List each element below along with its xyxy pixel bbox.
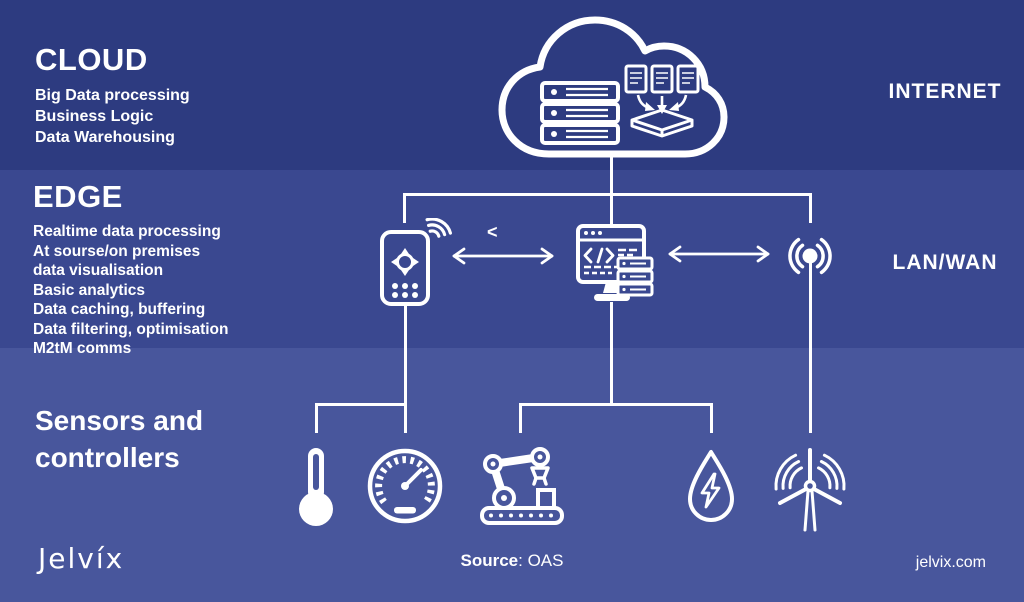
bidirectional-arrow-icon: [446, 246, 560, 266]
documents-to-storage-icon: [624, 64, 700, 138]
connector-line: [710, 403, 713, 433]
connector-line: [404, 302, 407, 406]
source-credit: Source: OAS: [0, 551, 1024, 571]
edge-item: Data caching, buffering: [33, 301, 206, 318]
connector-line: [315, 403, 407, 406]
connector-line: [403, 193, 812, 196]
edge-band: [0, 170, 1024, 348]
connector-line: [403, 193, 406, 223]
connector-line: [610, 302, 613, 406]
edge-item: Data filtering, optimisation: [33, 320, 229, 338]
edge-item: data visualisation: [33, 262, 164, 279]
edge-title: EDGE: [33, 179, 123, 214]
wifi-waves-icon: [425, 218, 452, 238]
website-link: jelvix.com: [915, 554, 986, 571]
remote-controller-icon: [376, 218, 460, 310]
cloud-item: Business Logic: [35, 108, 154, 125]
cloud-title: CLOUD: [35, 42, 148, 77]
energy-drop-icon: [682, 447, 740, 527]
connector-line: [519, 403, 522, 433]
connector-line: [519, 403, 713, 406]
cloud-item: Data Warehousing: [35, 129, 175, 146]
server-stack-icon: [540, 81, 620, 145]
jelvix-logo: Jelvíx: [38, 542, 125, 575]
cloud-outline-icon: [486, 6, 736, 172]
connector-line: [404, 403, 407, 433]
thermometer-icon: [294, 446, 338, 530]
sensors-title-line2: controllers: [35, 442, 180, 473]
edge-item: At sourse/on premises: [33, 242, 201, 260]
edge-section-text: EDGE Realtime data processing At sourse/…: [33, 179, 228, 359]
radio-antenna-icon: [770, 226, 850, 290]
wind-turbine-icon: [767, 442, 853, 534]
cloud-section-text: CLOUD Big Data processing Business Logic…: [35, 42, 190, 148]
internet-label: INTERNET: [888, 80, 1002, 103]
bidirectional-arrow-icon: [662, 244, 776, 264]
edge-item: Basic analytics: [33, 281, 146, 299]
chevron-left-glyph: <: [487, 222, 498, 242]
edge-item: Realtime data processing: [33, 223, 221, 240]
code-terminal-icon: [572, 220, 662, 318]
connector-line: [610, 193, 613, 225]
source-label: Source: [460, 551, 519, 570]
connector-line: [809, 193, 812, 223]
robot-arm-icon: [478, 444, 566, 528]
source-value: : OAS: [518, 551, 564, 570]
connector-line: [610, 156, 613, 194]
sensors-title-line1: Sensors and: [35, 405, 204, 436]
edge-item: M2tM comms: [33, 340, 132, 357]
sensors-section-text: Sensors and controllers: [35, 402, 203, 476]
speedometer-icon: [364, 445, 446, 527]
lan-wan-label: LAN/WAN: [892, 251, 998, 274]
connector-line: [809, 263, 812, 433]
mini-server-stack-icon: [616, 256, 654, 297]
connector-line: [315, 403, 318, 433]
cloud-item: Big Data processing: [35, 87, 190, 104]
sensors-band: [0, 348, 1024, 602]
